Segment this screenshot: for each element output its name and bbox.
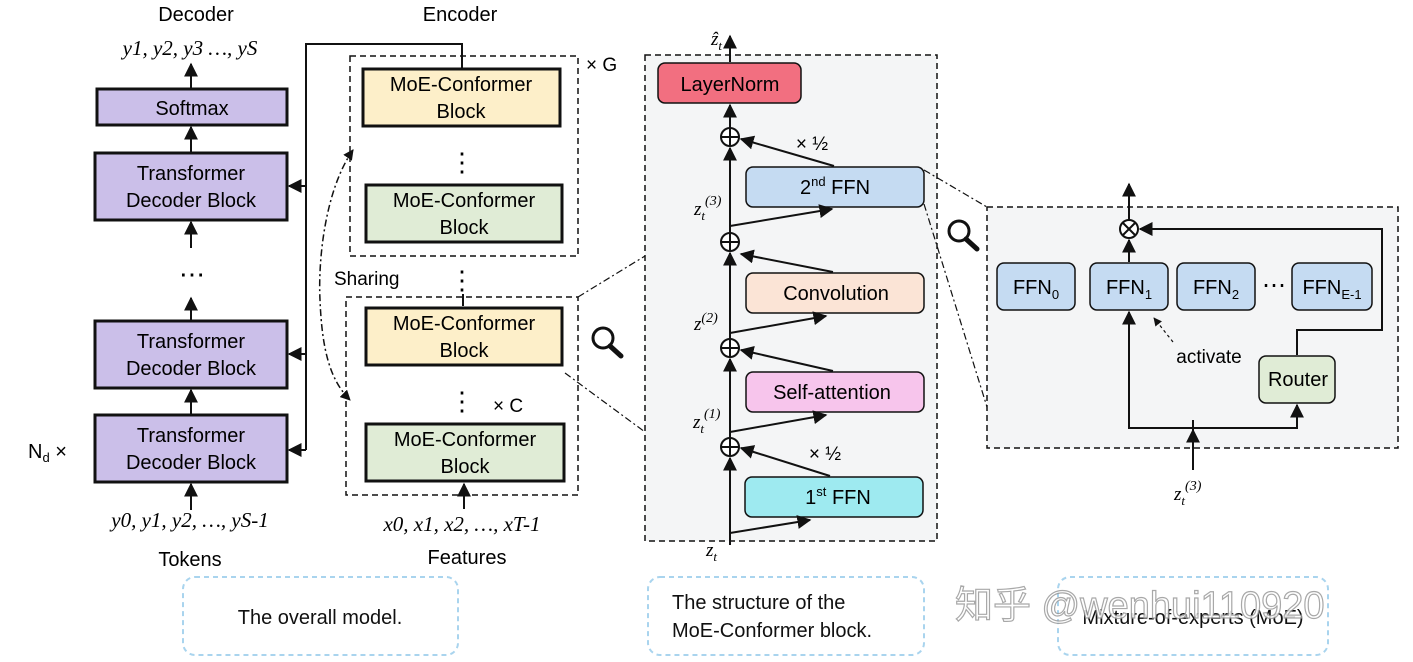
decoder-input-tokens: y0, y1, y2, …, yS-1 [109, 508, 268, 532]
layernorm-box [657, 62, 802, 104]
svg-text:FFN2: FFN2 [1193, 277, 1239, 302]
watermark: 知乎 @wenhui110920 [955, 585, 1325, 627]
svg-text:MoE-Conformer: MoE-Conformer [390, 74, 533, 96]
conformer-sum-nodes [720, 127, 740, 457]
encoder-ellipsis-2: ⋮ [449, 386, 475, 416]
caption-moe: Mixture-of-experts (MoE) [1082, 607, 1303, 629]
moe-ellipsis: ⋯ [1262, 272, 1286, 299]
caption-conformer-line1: The structure of the [672, 592, 845, 614]
moe-expert-ffn0: FFN0 [996, 262, 1076, 311]
magnifier-icon [591, 326, 624, 359]
caption-overall: The overall model. [238, 607, 403, 629]
svg-text:Block: Block [440, 217, 490, 239]
moe-expert-ffn2: FFN2 [1176, 262, 1256, 311]
features-label: Features [428, 547, 507, 569]
half-label-top: × ½ [796, 134, 828, 155]
encoder-arrows [457, 294, 471, 509]
decoder-title: Decoder [158, 4, 234, 26]
tokens-label: Tokens [158, 549, 221, 571]
encoder-moe-block-bottom-1: MoE-Conformer Block [364, 306, 564, 367]
svg-text:Decoder Block: Decoder Block [126, 452, 257, 474]
decoder-ellipsis: ⋯ [179, 259, 205, 289]
self-attention-box [745, 371, 925, 413]
decoder-block-top-label-2: Decoder Block [126, 190, 257, 212]
zoom-lines-moe [923, 169, 988, 408]
svg-text:Block: Block [441, 456, 491, 478]
caption-moe-box [1057, 576, 1329, 656]
conformer-output-label: ẑt [710, 29, 722, 53]
moe-expert-ffn1: FFN1 [1089, 262, 1169, 311]
svg-text:MoE-Conformer: MoE-Conformer [393, 190, 536, 212]
zt-label: zt [705, 540, 717, 564]
magnifier-icon-moe [947, 219, 980, 252]
encoder-moe-block-top-2: MoE-Conformer Block [364, 183, 564, 244]
encoder-ellipsis-mid: ⋮ [449, 265, 475, 295]
caption-conformer-line2: MoE-Conformer block. [672, 620, 872, 642]
encoder-input-features: x0, x1, x2, …, xT-1 [382, 512, 540, 536]
svg-text:Transformer: Transformer [137, 331, 246, 353]
svg-text:FFN0: FFN0 [1013, 277, 1059, 302]
router-box [1258, 355, 1336, 404]
layernorm-label: LayerNorm [681, 74, 780, 96]
self-attention-label: Self-attention [773, 382, 891, 404]
nd-label: Nd × [28, 441, 67, 465]
first-ffn-box [744, 476, 924, 518]
second-ffn-box [745, 166, 925, 208]
moe-panel [986, 206, 1399, 449]
svg-text:Block: Block [437, 101, 487, 123]
encoder-moe-block-top-1: MoE-Conformer Block [361, 67, 562, 128]
second-ffn-label: 2nd FFN [800, 174, 870, 199]
decoder-output-tokens: y1, y2, y3 …, yS [121, 36, 258, 60]
decoder-block-mid: Transformer Decoder Block [93, 319, 289, 390]
sharing-label: Sharing [334, 269, 400, 290]
softmax-box [95, 87, 289, 127]
moe-expert-ffn-last: FFNE-1 [1291, 262, 1373, 311]
softmax-label: Softmax [155, 98, 228, 120]
convolution-box [745, 272, 925, 314]
decoder-block-top: Transformer Decoder Block [93, 151, 289, 222]
caption-overall-box [182, 576, 459, 656]
svg-text:FFN1: FFN1 [1106, 277, 1152, 302]
encoder-c-label: × C [493, 396, 523, 417]
zoom-lines-conformer [564, 255, 646, 433]
svg-text:Decoder Block: Decoder Block [126, 358, 257, 380]
router-label: Router [1268, 369, 1328, 391]
encoder-g-label: × G [586, 55, 617, 76]
svg-text:Transformer: Transformer [137, 425, 246, 447]
svg-text:MoE-Conformer: MoE-Conformer [393, 313, 536, 335]
svg-text:MoE-Conformer: MoE-Conformer [394, 429, 537, 451]
moe-input-label: zt(3) [1173, 479, 1202, 508]
convolution-label: Convolution [783, 283, 889, 305]
half-label-bottom: × ½ [809, 444, 841, 465]
activate-arrow [1153, 317, 1174, 343]
first-ffn-label: 1st FFN [805, 484, 871, 509]
encoder-ellipsis-1: ⋮ [449, 147, 475, 177]
moe-multiply-node [1119, 219, 1139, 239]
decoder-block-top-label-1: Transformer [137, 163, 246, 185]
sharing-arrow [318, 149, 354, 401]
activate-label: activate [1176, 347, 1241, 368]
encoder-title: Encoder [423, 4, 498, 26]
conformer-arrows [723, 34, 835, 545]
decoder-block-bottom: Transformer Decoder Block [93, 413, 289, 484]
svg-text:Block: Block [440, 340, 490, 362]
encoder-moe-block-bottom-2: MoE-Conformer Block [364, 422, 566, 483]
caption-conformer-box [647, 576, 925, 656]
